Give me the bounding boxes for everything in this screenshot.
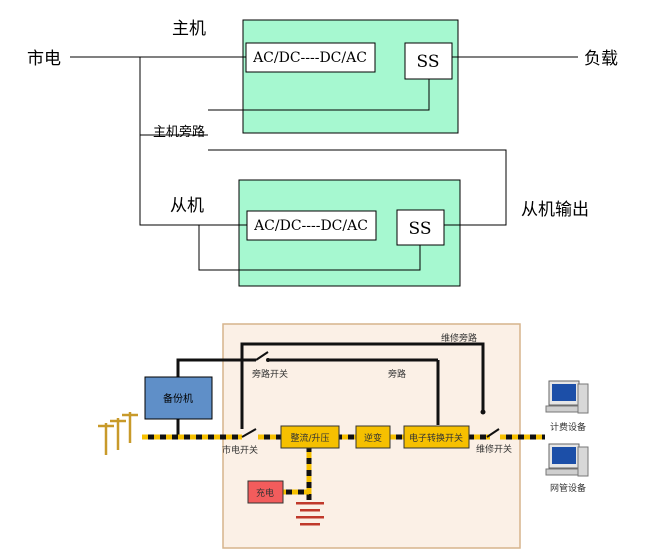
slave-converter-label: AC/DC----DC/AC [253, 218, 368, 234]
master-converter-label: AC/DC----DC/AC [252, 50, 367, 66]
maintenance-switch-blade [486, 428, 500, 438]
slave-label: 从机 [170, 196, 204, 216]
maintenance-bypass-contact [480, 409, 486, 415]
slave-ss-box [396, 209, 445, 246]
maintenance-bypass-label: 维修旁路 [441, 332, 477, 344]
master-label: 主机 [172, 19, 206, 39]
bypass-label: 旁路 [388, 368, 406, 380]
billing-device-label: 计费设备 [550, 421, 586, 433]
slave-ss-label: SS [409, 219, 432, 239]
master-bypass-label: 主机旁路 [153, 124, 205, 140]
mains-label: 市电 [27, 49, 61, 69]
electronic-switch-box [403, 425, 470, 449]
slave-output-label: 从机输出 [521, 200, 589, 220]
rectifier-label: 整流/升压 [290, 432, 329, 444]
mains-switch-label: 市电开关 [222, 444, 258, 456]
billing-computer-icon [545, 380, 589, 414]
master-converter-box [245, 42, 376, 73]
maintenance-switch-label: 维修开关 [476, 443, 512, 455]
rectifier-box [280, 425, 340, 449]
bypass-switch-blade [255, 351, 269, 361]
electronic-switch-label: 电子转换开关 [409, 432, 463, 444]
battery-icon [296, 502, 324, 526]
inverter-box [355, 425, 391, 449]
master-ss-label: SS [417, 52, 440, 72]
backup-unit-label: 备份机 [163, 392, 193, 405]
charger-box [247, 480, 284, 504]
utility-pole-icon [98, 412, 138, 455]
mains-switch-blade [241, 428, 257, 438]
ups-block-diagram: 备份机 整流/升压 逆变 电子转换开关 充电 计费设备 [98, 323, 589, 549]
network-device-label: 网管设备 [550, 482, 586, 494]
load-label: 负载 [584, 49, 618, 69]
inverter-label: 逆变 [364, 432, 382, 444]
backup-unit-box [144, 376, 213, 420]
top-wires [70, 56, 578, 271]
charger-label: 充电 [256, 487, 274, 499]
network-computer-icon [545, 443, 589, 477]
bypass-wires [176, 342, 485, 437]
parallel-ups-diagram: AC/DC----DC/AC SS AC/DC----DC/AC SS 市电 负… [27, 19, 618, 287]
master-ss-box [404, 42, 453, 80]
slave-converter-box [246, 210, 377, 241]
bypass-switch-contact [266, 358, 270, 362]
bypass-switch-label: 旁路开关 [252, 368, 288, 380]
